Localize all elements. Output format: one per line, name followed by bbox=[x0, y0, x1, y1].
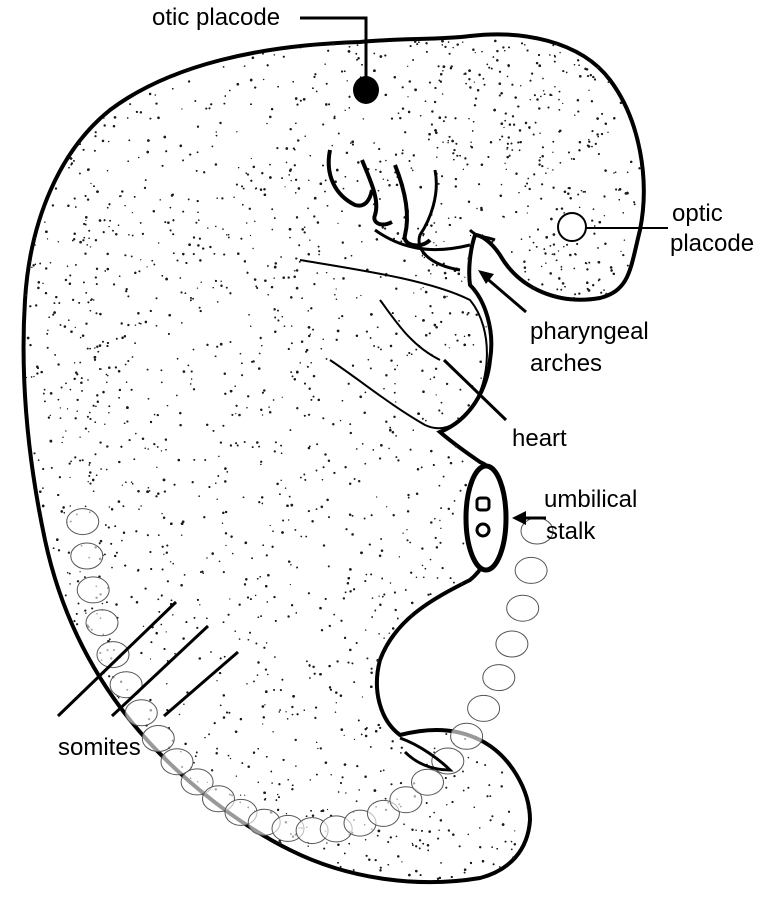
somite bbox=[67, 509, 99, 535]
somite bbox=[125, 700, 157, 726]
optic-placode-label-line1: optic bbox=[672, 200, 723, 228]
umbilical-stalk-label-line2: stalk bbox=[546, 518, 595, 546]
somite bbox=[142, 726, 174, 752]
umbilical-stalk-label-line1: umbilical bbox=[544, 486, 637, 514]
pharyngeal-arches-label-line1: pharyngeal bbox=[530, 318, 649, 346]
optic-placode-label-line2: placode bbox=[670, 230, 754, 258]
somite bbox=[412, 769, 444, 795]
somite bbox=[496, 631, 528, 657]
somite bbox=[451, 723, 483, 749]
somites-label: somites bbox=[58, 734, 141, 762]
heart-label: heart bbox=[512, 425, 567, 453]
pharyngeal-arches-leader bbox=[484, 276, 526, 312]
umbilical-stalk-arrowhead bbox=[512, 511, 526, 525]
somite bbox=[468, 695, 500, 721]
pharyngeal-arches-label-line2: arches bbox=[530, 350, 602, 378]
somite bbox=[77, 577, 109, 603]
optic-placode-ring bbox=[558, 213, 586, 241]
somite bbox=[507, 595, 539, 621]
umbilical-stalk-cut bbox=[466, 466, 506, 570]
somite bbox=[515, 557, 547, 583]
somite bbox=[483, 665, 515, 691]
umbilical-vessel-lower bbox=[477, 524, 489, 536]
umbilical-vessel-upper bbox=[477, 498, 489, 510]
somite bbox=[71, 543, 103, 569]
otic-placode-dot bbox=[353, 76, 379, 104]
somite bbox=[86, 610, 118, 636]
otic-placode-label: otic placode bbox=[152, 4, 280, 32]
